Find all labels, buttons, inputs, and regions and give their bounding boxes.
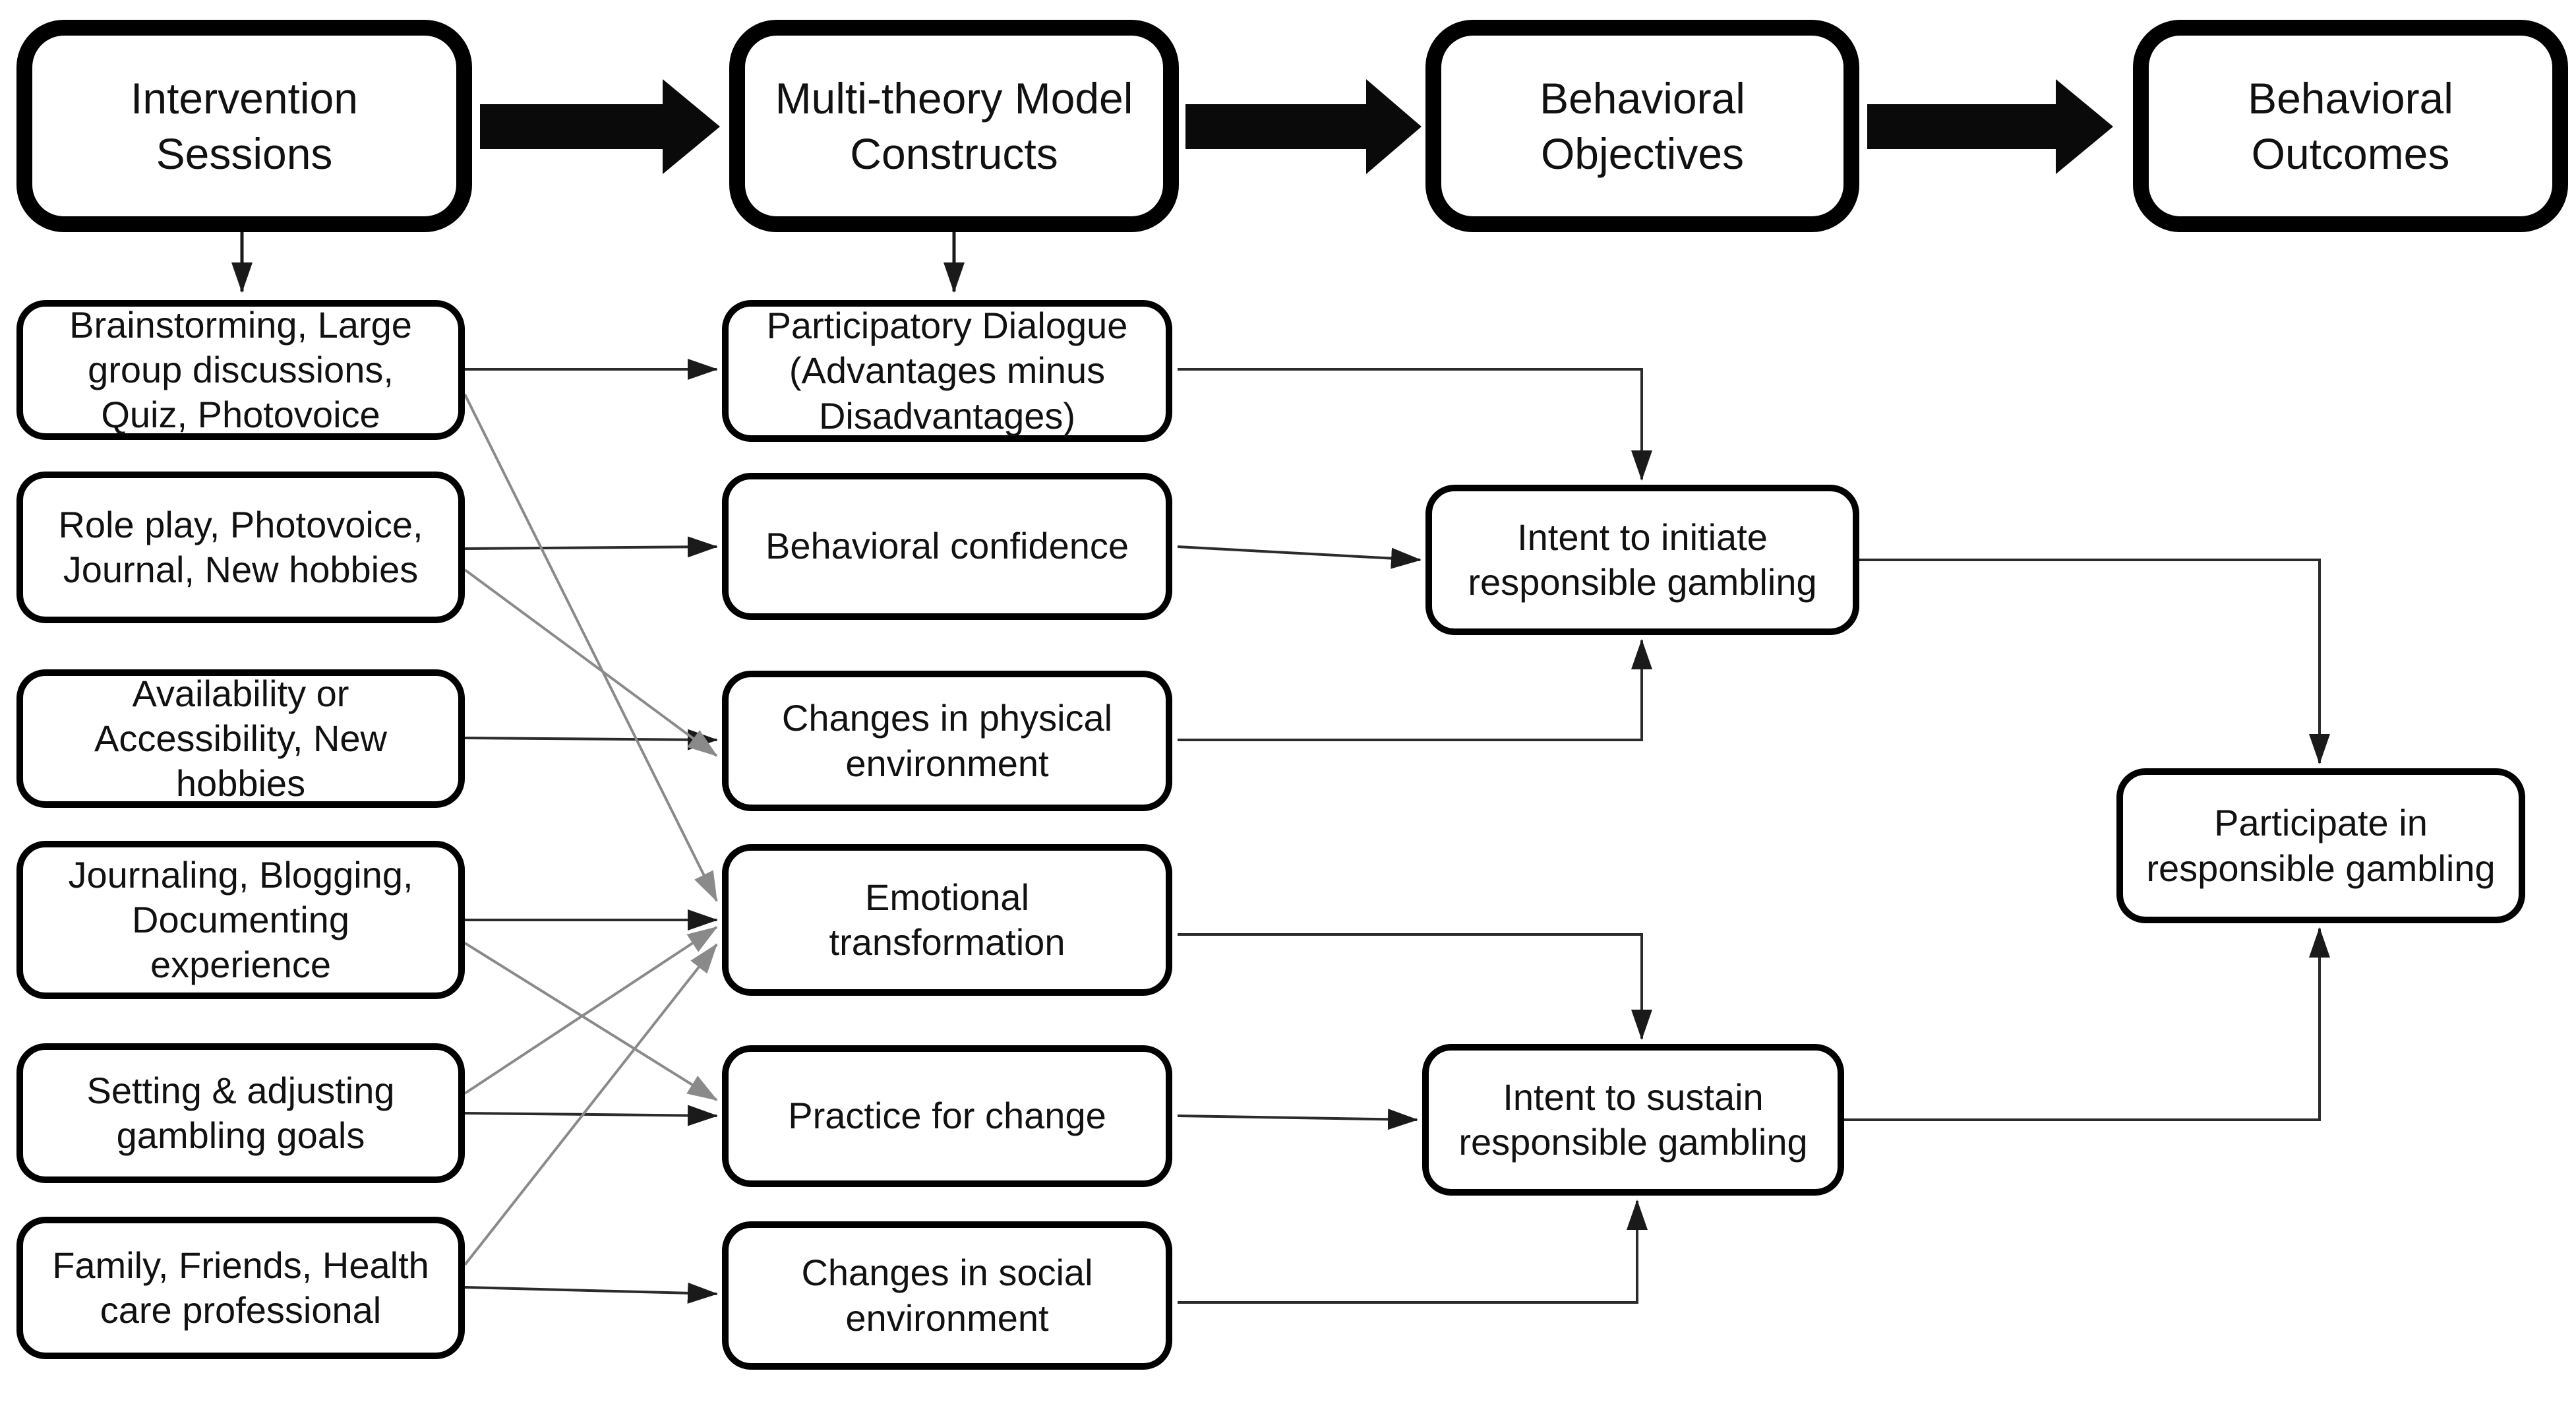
- node-session-setting-goals: Setting & adjusting gambling goals: [16, 1043, 465, 1183]
- edge-s2-c2: [464, 536, 718, 558]
- node-session-family-friends: Family, Friends, Health care professiona…: [16, 1217, 465, 1359]
- node-construct-social-environment: Changes in social environment: [722, 1221, 1172, 1370]
- edge-s6-c6: [464, 1282, 718, 1304]
- edge-s3-c3: [464, 729, 718, 750]
- node-label: Availability or Accessibility, New hobbi…: [94, 672, 387, 805]
- node-label: Changes in physical environment: [781, 697, 1113, 784]
- edge-c2-o1: [1177, 545, 1422, 569]
- header-intervention-sessions: Intervention Sessions: [16, 20, 472, 232]
- node-objective-intent-initiate: Intent to initiate responsible gambling: [1425, 485, 1859, 635]
- edge-c3-o1: [1178, 639, 1652, 741]
- edge-s1-c4: [464, 394, 718, 902]
- edge-o1-out: [1859, 559, 2330, 764]
- node-label: Participatory Dialogue (Advantages minus…: [766, 305, 1128, 437]
- header-label: Behavioral Objectives: [1540, 73, 1745, 178]
- edge-c4-o2: [1178, 933, 1652, 1040]
- node-construct-practice-for-change: Practice for change: [722, 1045, 1172, 1187]
- node-construct-participatory-dialogue: Participatory Dialogue (Advantages minus…: [722, 300, 1172, 442]
- node-label: Family, Friends, Health care professiona…: [52, 1244, 429, 1331]
- node-objective-intent-sustain: Intent to sustain responsible gambling: [1422, 1044, 1844, 1196]
- header-label: Intervention Sessions: [131, 73, 358, 178]
- node-label: Intent to initiate responsible gambling: [1468, 516, 1817, 603]
- node-session-availability: Availability or Accessibility, New hobbi…: [16, 669, 465, 808]
- edge-o2-out: [1844, 927, 2330, 1121]
- node-session-brainstorming: Brainstorming, Large group discussions, …: [16, 300, 465, 440]
- node-label: Intent to sustain responsible gambling: [1458, 1076, 1808, 1163]
- node-label: Participate in responsible gambling: [2146, 802, 2496, 889]
- node-label: Journaling, Blogging, Documenting experi…: [68, 853, 413, 986]
- flow-arrow-h1-h2: [480, 79, 720, 174]
- node-label: Brainstorming, Large group discussions, …: [69, 303, 412, 436]
- node-construct-emotional-transformation: Emotional transformation: [722, 844, 1172, 996]
- edge-s6-c4: [464, 943, 718, 1266]
- edge-c5-o2: [1177, 1109, 1418, 1130]
- edge-s5-c4: [464, 926, 718, 1095]
- node-label: Behavioral confidence: [765, 525, 1129, 567]
- node-session-role-play: Role play, Photovoice, Journal, New hobb…: [16, 472, 465, 623]
- header-label: Multi-theory Model Constructs: [775, 73, 1133, 178]
- node-label: Role play, Photovoice, Journal, New hobb…: [58, 503, 423, 590]
- edge-s2-c3: [464, 568, 718, 757]
- node-label: Emotional transformation: [829, 876, 1065, 963]
- node-construct-behavioral-confidence: Behavioral confidence: [722, 473, 1172, 620]
- flow-arrow-h2-h3: [1185, 79, 1422, 174]
- node-session-journaling: Journaling, Blogging, Documenting experi…: [16, 841, 465, 999]
- header-multi-theory-model-constructs: Multi-theory Model Constructs: [729, 20, 1179, 232]
- node-construct-physical-environment: Changes in physical environment: [722, 671, 1172, 811]
- node-label: Changes in social environment: [801, 1252, 1093, 1339]
- node-label: Setting & adjusting gambling goals: [86, 1069, 395, 1156]
- edge-s4-c5: [464, 942, 718, 1101]
- node-outcome-participate: Participate in responsible gambling: [2116, 768, 2525, 923]
- edge-s5-c5: [464, 1105, 718, 1126]
- node-label: Practice for change: [788, 1095, 1106, 1137]
- flow-arrow-h3-h4: [1867, 79, 2113, 174]
- header-behavioral-outcomes: Behavioral Outcomes: [2133, 20, 2568, 232]
- header-behavioral-objectives: Behavioral Objectives: [1425, 20, 1859, 232]
- edge-c1-o1: [1178, 368, 1652, 481]
- header-label: Behavioral Outcomes: [2248, 73, 2453, 178]
- edge-c6-o2: [1178, 1200, 1648, 1304]
